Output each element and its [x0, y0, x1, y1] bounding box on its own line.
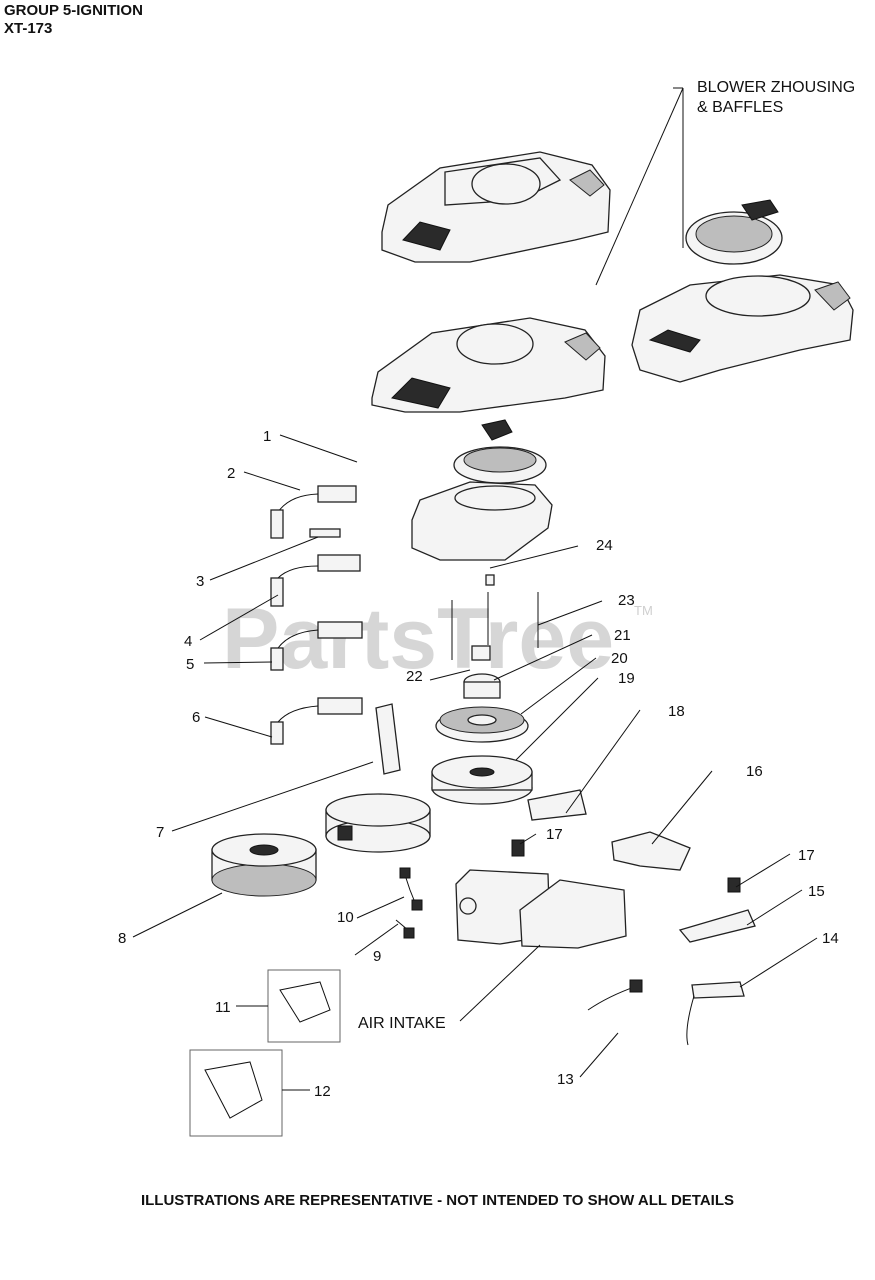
flywheel-center[interactable] [431, 755, 533, 805]
label-part-21: 21 [614, 627, 631, 644]
label-part-23: 23 [618, 592, 635, 609]
wire-harness-9[interactable] [395, 919, 415, 939]
label-part-14: 14 [822, 930, 839, 947]
label-part-16: 16 [746, 763, 763, 780]
label-part-5: 5 [186, 656, 194, 673]
shield-18[interactable] [527, 789, 587, 821]
recoil-starter-top-right[interactable] [685, 199, 783, 265]
label-part-18: 18 [668, 703, 685, 720]
label-part-1: 1 [263, 428, 271, 445]
watermark-tm: TM [634, 603, 653, 618]
label-blower-housing: BLOWER ZHOUSING [697, 79, 855, 96]
label-part-20: 20 [611, 650, 628, 667]
label-part-17-lower: 17 [798, 847, 815, 864]
blower-housing-middle[interactable] [371, 317, 606, 413]
label-part-9: 9 [373, 948, 381, 965]
label-part-4: 4 [184, 633, 192, 650]
blower-housing-right[interactable] [631, 274, 854, 383]
label-part-24: 24 [596, 537, 613, 554]
label-part-8: 8 [118, 930, 126, 947]
ignition-module-sketches [204, 981, 331, 1119]
label-part-6: 6 [192, 709, 200, 726]
model-number: XT-173 [4, 20, 53, 37]
ignition-coil-2[interactable] [270, 485, 357, 539]
label-part-7: 7 [156, 824, 164, 841]
label-part-13: 13 [557, 1071, 574, 1088]
air-filter-element[interactable] [519, 879, 627, 949]
label-baffles: & BAFFLES [697, 99, 783, 116]
label-part-15: 15 [808, 883, 825, 900]
group-title: GROUP 5-IGNITION [4, 2, 143, 19]
label-part-22: 22 [406, 668, 423, 685]
ignition-coil-6[interactable] [270, 697, 363, 745]
label-part-2: 2 [227, 465, 235, 482]
cooling-fan[interactable] [435, 706, 529, 743]
bracket-15[interactable] [678, 909, 756, 943]
leader-lines [132, 87, 818, 1091]
label-part-11: 11 [215, 999, 231, 1016]
callout-labels: BLOWER ZHOUSING & BAFFLES AIR INTAKE 1 2… [118, 79, 855, 1100]
label-part-3: 3 [196, 573, 204, 590]
label-air-intake: AIR INTAKE [358, 1015, 446, 1032]
ignition-coil-4[interactable] [270, 554, 361, 607]
bracket-16[interactable] [611, 831, 691, 871]
ignition-module-12-box[interactable] [189, 1049, 283, 1137]
recoil-starter-center[interactable] [453, 419, 547, 484]
flywheel-ring-gear-8[interactable] [211, 833, 317, 897]
flywheel-left-upper[interactable] [325, 793, 431, 853]
disclaimer-footer: ILLUSTRATIONS ARE REPRESENTATIVE - NOT I… [140, 1192, 735, 1209]
wire-harness-10[interactable] [399, 867, 423, 911]
blower-housing-top-left[interactable] [381, 151, 611, 263]
clip-17-lower[interactable] [727, 877, 741, 893]
label-part-19: 19 [618, 670, 635, 687]
bolts-studs[interactable] [451, 574, 539, 660]
sensor-14[interactable] [686, 981, 745, 1046]
spark-plug-3[interactable] [309, 528, 341, 538]
ignition-coil-5[interactable] [270, 621, 363, 671]
wire-harness-13[interactable] [587, 979, 643, 1011]
bracket-7[interactable] [375, 703, 401, 775]
blower-housing-small[interactable] [411, 481, 553, 561]
label-part-10: 10 [337, 909, 354, 926]
label-part-12: 12 [314, 1083, 331, 1100]
clip-17-upper[interactable] [511, 839, 525, 857]
flywheel-nut-and-cup[interactable] [463, 645, 501, 699]
ignition-module-11-box[interactable] [267, 969, 341, 1043]
label-part-17-upper: 17 [546, 826, 563, 843]
